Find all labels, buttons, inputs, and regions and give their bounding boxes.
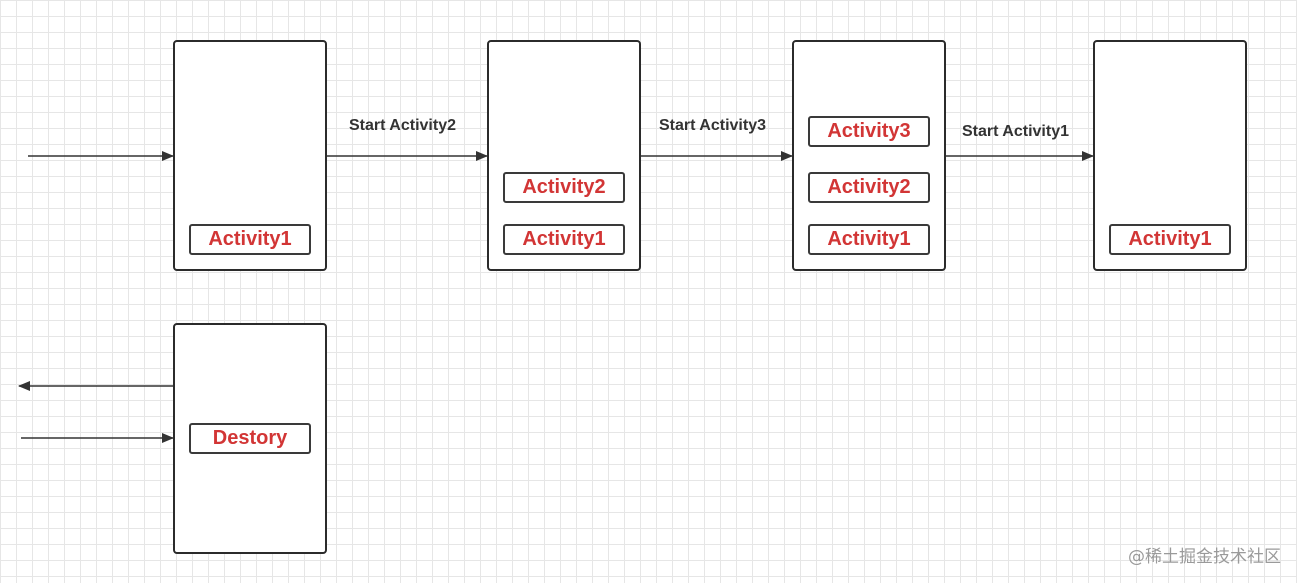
- activity-box-destroyed: Destory: [189, 423, 311, 454]
- activity-box: Activity2: [503, 172, 625, 203]
- watermark: @稀土掘金技术社区: [1128, 547, 1281, 567]
- transition-label: Start Activity3: [659, 117, 766, 134]
- activity-box: Activity1: [503, 224, 625, 255]
- transition-label: Start Activity1: [962, 123, 1069, 140]
- activity-box: Activity1: [189, 224, 311, 255]
- transition-label: Start Activity2: [349, 117, 456, 134]
- activity-box: Activity3: [808, 116, 930, 147]
- activity-box: Activity1: [1109, 224, 1231, 255]
- activity-box: Activity2: [808, 172, 930, 203]
- activity-box: Activity1: [808, 224, 930, 255]
